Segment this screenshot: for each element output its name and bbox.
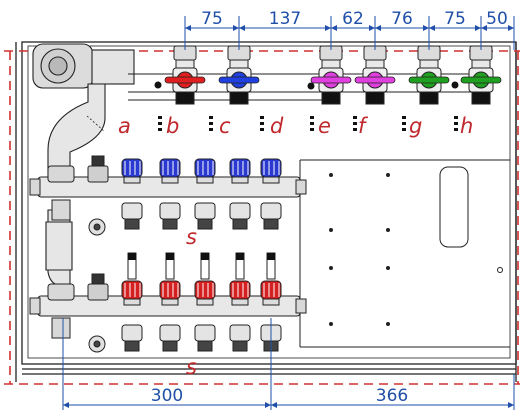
valve-sensors xyxy=(154,81,459,131)
supply-outlets xyxy=(121,158,282,230)
top-valves xyxy=(164,45,502,105)
flow-meter-cap-1 xyxy=(128,253,136,260)
return-outlet-1 xyxy=(121,280,143,352)
sensor-5 xyxy=(353,116,357,131)
supply-outlet-4 xyxy=(229,158,251,230)
sensor-6 xyxy=(402,116,406,131)
flow-meter-cap-3 xyxy=(201,253,209,260)
supply-outlet-5 xyxy=(260,158,282,230)
flow-meter-cap-2 xyxy=(166,253,174,260)
header-plug-1 xyxy=(154,81,162,89)
label-f: f xyxy=(358,114,369,138)
supply-outlet-3 xyxy=(194,158,216,230)
top-dimension-2: 137 xyxy=(269,9,301,29)
cabinet-frame xyxy=(15,41,517,382)
bottom-dimension-1: 300 xyxy=(151,386,183,406)
top-dimension-3: 62 xyxy=(342,9,364,29)
label-c: c xyxy=(219,114,231,138)
ball-valve-2 xyxy=(218,45,260,105)
flow-meter-cap-4 xyxy=(236,253,244,260)
bottom-dimension-arrows xyxy=(63,402,514,408)
header-plug-3 xyxy=(451,81,459,89)
top-dimension-arrows xyxy=(185,25,514,31)
return-outlets xyxy=(121,252,282,352)
return-outlet-4 xyxy=(229,280,251,352)
mounting-rail xyxy=(299,159,510,348)
flow-meter-cap-5 xyxy=(267,253,275,260)
label-b: b xyxy=(166,114,179,138)
return-outlet-3 xyxy=(194,280,216,352)
return-outlet-2 xyxy=(159,280,181,352)
cabinet-outline-dashed xyxy=(4,50,520,385)
ball-valve-1 xyxy=(164,45,206,105)
rail-screws xyxy=(329,173,390,326)
sensor-1 xyxy=(158,116,162,131)
sensor-3 xyxy=(260,116,264,131)
bypass-dashed-connector xyxy=(86,115,106,133)
top-dimension-1: 75 xyxy=(201,9,223,29)
supply-outlet-2 xyxy=(159,158,181,230)
label-a: a xyxy=(118,114,131,138)
bypass-pipe xyxy=(45,83,106,287)
bottom-dimension-line xyxy=(62,318,515,410)
ball-valve-5 xyxy=(408,45,450,105)
sensor-2 xyxy=(209,116,213,131)
header-plug-2 xyxy=(307,82,315,90)
ball-valve-3 xyxy=(310,45,352,105)
sensor-4 xyxy=(310,116,314,131)
drain-valves xyxy=(51,199,106,353)
top-dimension-5: 75 xyxy=(444,9,466,29)
ball-valve-4 xyxy=(354,45,396,105)
supply-outlet-1 xyxy=(121,158,143,230)
label-s-supply: s xyxy=(186,225,197,249)
label-d: d xyxy=(270,114,284,138)
label-h: h xyxy=(460,114,473,138)
top-dimension-6: 50 xyxy=(486,9,508,29)
bottom-dimension-2: 366 xyxy=(376,386,408,406)
top-dimension-4: 76 xyxy=(391,9,413,29)
label-e: e xyxy=(318,114,331,138)
circulation-pump xyxy=(32,43,135,89)
ball-valve-6 xyxy=(460,45,502,105)
label-g: g xyxy=(409,114,422,138)
label-s-return: s xyxy=(186,355,197,379)
return-outlet-5 xyxy=(260,280,282,352)
sensor-7 xyxy=(454,116,458,131)
